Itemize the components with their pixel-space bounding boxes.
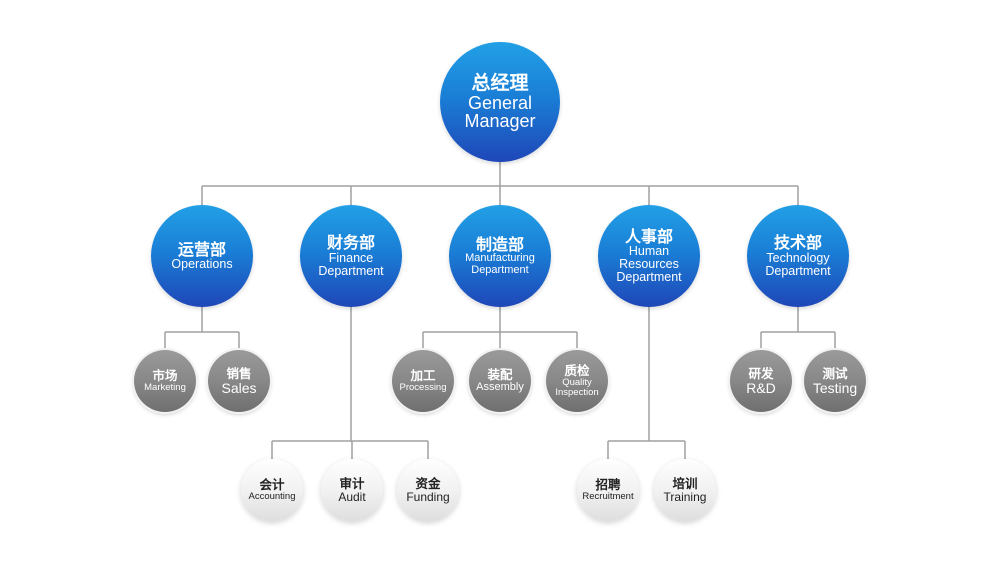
node-label-en: Operations (171, 257, 233, 272)
node-label-en: Department (318, 263, 384, 278)
node-label-zh: 质检 (564, 363, 590, 379)
node-human-resources-department[interactable]: 人事部 Human Resources Department (598, 205, 700, 307)
node-label-zh: 总经理 (471, 71, 529, 94)
node-accounting[interactable]: 会计 Accounting (241, 459, 303, 521)
node-manufacturing-department[interactable]: 制造部 Manufacturing Department (449, 205, 551, 307)
node-label-zh: 研发 (748, 365, 774, 381)
node-label-zh: 财务部 (326, 233, 375, 253)
node-label-en: General (467, 92, 533, 113)
node-label-en: Department (765, 263, 831, 278)
node-label-zh: 销售 (226, 365, 252, 381)
node-label-en: Technology (766, 250, 830, 265)
node-marketing[interactable]: 市场 Marketing (134, 350, 196, 412)
node-label-zh: 审计 (339, 475, 365, 491)
node-technology-department[interactable]: 技术部 Technology Department (747, 205, 849, 307)
node-label-zh: 装配 (487, 367, 513, 383)
node-label-en: Inspection (555, 386, 599, 398)
node-label-en: Manufacturing (465, 252, 535, 265)
node-label-zh: 制造部 (475, 234, 524, 254)
node-funding[interactable]: 资金 Funding (397, 459, 459, 521)
node-label-en: Department (616, 270, 682, 285)
node-label-en: Finance (328, 250, 374, 265)
node-label-en: Sales (221, 379, 257, 396)
node-label-zh: 资金 (415, 475, 441, 491)
node-quality-inspection[interactable]: 质检 Quality Inspection (546, 350, 608, 412)
node-label-zh: 会计 (259, 477, 285, 493)
node-training[interactable]: 培训 Training (654, 459, 716, 521)
node-audit[interactable]: 审计 Audit (321, 459, 383, 521)
node-label-en: Resources (619, 257, 679, 272)
node-label-en: Marketing (144, 381, 186, 393)
node-label-zh: 培训 (672, 475, 698, 491)
node-label-zh: 人事部 (624, 226, 673, 246)
node-label-en: Training (663, 489, 707, 504)
node-operations[interactable]: 运营部 Operations (151, 205, 253, 307)
node-label-zh: 技术部 (773, 233, 822, 253)
node-general-manager[interactable]: 总经理 General Manager (440, 42, 560, 162)
node-label-en: Recruitment (582, 490, 634, 502)
node-label-zh: 运营部 (177, 239, 226, 259)
node-sales[interactable]: 销售 Sales (208, 350, 270, 412)
node-label-zh: 加工 (410, 368, 436, 384)
node-processing[interactable]: 加工 Processing (392, 350, 454, 412)
node-label-en: Processing (399, 381, 447, 393)
node-label-en: Funding (406, 489, 450, 504)
node-label-en: R&D (746, 379, 776, 396)
node-label-en: Audit (338, 489, 366, 504)
node-recruitment[interactable]: 招聘 Recruitment (577, 459, 639, 521)
node-label-en: Quality (562, 376, 592, 388)
node-label-en: Testing (812, 379, 858, 396)
node-testing[interactable]: 测试 Testing (804, 350, 866, 412)
node-label-en: Accounting (248, 490, 296, 502)
node-label-zh: 测试 (822, 365, 848, 381)
node-label-en: Assembly (476, 381, 524, 394)
node-label-zh: 市场 (152, 368, 178, 384)
node-label-en: Manager (464, 111, 536, 132)
node-label-en: Human (628, 244, 670, 259)
node-assembly[interactable]: 装配 Assembly (469, 350, 531, 412)
node-finance-department[interactable]: 财务部 Finance Department (300, 205, 402, 307)
node-r-and-d[interactable]: 研发 R&D (730, 350, 792, 412)
node-label-zh: 招聘 (595, 477, 621, 493)
node-label-en: Department (471, 263, 529, 276)
